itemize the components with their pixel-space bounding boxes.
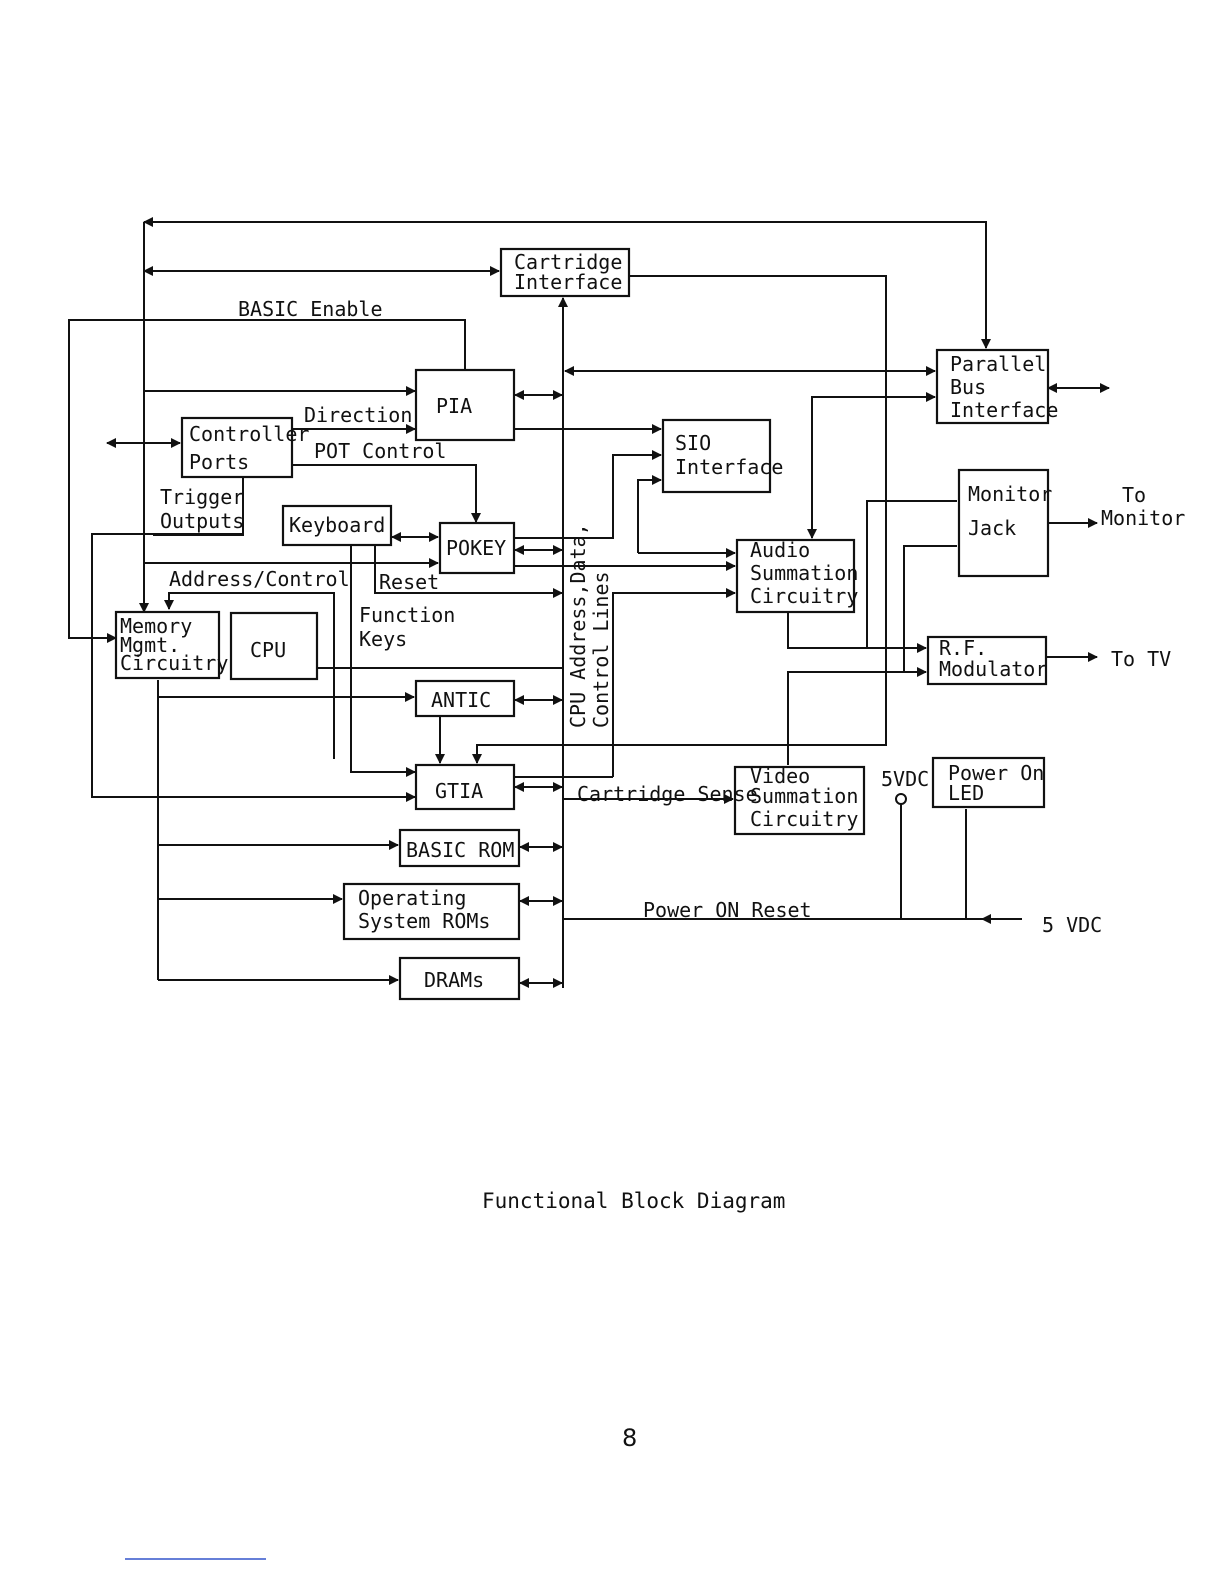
bus-label-2: Control Lines	[589, 571, 613, 728]
rf-modulator-block: R.F. Modulator	[926, 635, 1047, 686]
direction-label: Direction	[304, 403, 412, 427]
bus-label-1: CPU Address,Data,	[566, 523, 590, 728]
memory-mgmt-block: Memory Mgmt. Circuitry	[114, 610, 228, 680]
sio-to-audio-vertical	[637, 475, 662, 553]
function-keys-label-2: Keys	[359, 627, 407, 651]
basic-enable-line	[68, 319, 466, 643]
pokey-block: POKEY	[438, 521, 516, 575]
power-led-label-1: Power On	[948, 761, 1044, 785]
memory-mgmt-label-1: Memory	[120, 614, 192, 638]
basic-rom-label: BASIC ROM	[406, 838, 514, 862]
cpu-block: CPU	[229, 611, 319, 681]
video-summation-label-3: Circuitry	[750, 807, 858, 831]
sio-interface-label-2: Interface	[675, 455, 783, 479]
pia-block: PIA	[414, 368, 516, 442]
audio-rf-line	[787, 613, 927, 653]
5vdc-node-label: 5VDC	[881, 767, 929, 791]
controller-ports-label-1: Controller	[189, 422, 309, 446]
os-roms-label-1: Operating	[358, 886, 466, 910]
audio-summation-block: Audio Summation Circuitry	[735, 538, 858, 614]
blocks: Cartridge Interface PIA Controller Ports…	[114, 247, 1058, 1001]
video-summation-label-1: Video	[750, 764, 810, 788]
parallel-bus-label-1: Parallel	[950, 352, 1046, 376]
cartridge-sense-label: Cartridge Sense	[577, 782, 758, 806]
controller-ports-block: Controller Ports	[180, 416, 309, 479]
drams-label: DRAMs	[424, 968, 484, 992]
video-summation-block: Video Summation Circuitry	[733, 764, 866, 836]
pot-control-label: POT Control	[314, 439, 446, 463]
gtia-label: GTIA	[435, 779, 483, 803]
function-keys-label-1: Function	[359, 603, 455, 627]
rf-modulator-label-2: Modulator	[939, 657, 1047, 681]
trigger-outputs-block: Trigger Outputs	[153, 477, 244, 536]
to-tv-label: To TV	[1111, 647, 1171, 671]
os-roms-label-2: System ROMs	[358, 909, 490, 933]
audio-summation-label-3: Circuitry	[750, 584, 858, 608]
page-number: 8	[622, 1424, 637, 1452]
keyboard-block: Keyboard	[281, 504, 393, 547]
5vdc-input-label: 5 VDC	[1042, 913, 1102, 937]
power-on-reset-label: Power ON Reset	[643, 898, 812, 922]
audio-parallel-line	[807, 392, 936, 539]
sio-interface-label-1: SIO	[675, 431, 711, 455]
rf-modulator-label-1: R.F.	[939, 636, 987, 660]
address-control-line	[164, 592, 335, 759]
monitor-feed-2	[903, 545, 957, 672]
diagram-caption: Functional Block Diagram	[482, 1189, 785, 1213]
drams-block: DRAMs	[398, 956, 521, 1001]
parallel-bus-label-2: Bus	[950, 375, 986, 399]
monitor-jack-block: Monitor Jack	[957, 468, 1052, 578]
function-keys-line	[350, 546, 416, 777]
os-roms-block: Operating System ROMs	[342, 882, 521, 941]
pot-control-line	[292, 464, 481, 523]
reset-label: Reset	[379, 570, 439, 594]
connection-lines	[68, 217, 1110, 988]
pia-label: PIA	[436, 394, 472, 418]
5vdc-node-icon	[895, 793, 907, 805]
bus-audio-line	[612, 588, 736, 777]
antic-label: ANTIC	[431, 688, 491, 712]
basic-rom-block: BASIC ROM	[398, 828, 521, 868]
pokey-sio-line	[515, 450, 662, 539]
cartridge-interface-label-2: Interface	[514, 270, 622, 294]
monitor-jack-label-1: Monitor	[968, 482, 1052, 506]
antic-block: ANTIC	[414, 679, 516, 718]
cartridge-loop-line	[472, 275, 887, 764]
sio-interface-block: SIO Interface	[661, 418, 783, 494]
to-monitor-label-1: To	[1122, 483, 1146, 507]
video-summation-label-2: Summation	[750, 784, 858, 808]
cartridge-interface-label-1: Cartridge	[514, 250, 622, 274]
trigger-outputs-label-2: Outputs	[160, 509, 244, 533]
address-control-label: Address/Control	[169, 567, 350, 591]
video-rf-line	[787, 667, 927, 765]
power-led-label-2: LED	[948, 781, 984, 805]
controller-ports-label-2: Ports	[189, 450, 249, 474]
basic-enable-label: BASIC Enable	[238, 297, 383, 321]
audio-summation-label-1: Audio	[750, 538, 810, 562]
monitor-jack-label-2: Jack	[968, 516, 1016, 540]
audio-summation-label-2: Summation	[750, 561, 858, 585]
cartridge-interface-block: Cartridge Interface	[499, 247, 631, 298]
trigger-outputs-label-1: Trigger	[160, 485, 244, 509]
memory-mgmt-label-2: Mgmt.	[120, 633, 180, 657]
top-parallel-line	[143, 217, 991, 349]
parallel-bus-block: Parallel Bus Interface	[935, 348, 1058, 425]
pokey-label: POKEY	[446, 536, 506, 560]
reset-line	[374, 546, 563, 598]
keyboard-label: Keyboard	[289, 513, 385, 537]
to-monitor-label-2: Monitor	[1101, 506, 1185, 530]
gtia-block: GTIA	[414, 763, 516, 811]
line-labels: BASIC Enable Direction POT Control Addre…	[169, 297, 1185, 937]
monitor-feed-1	[866, 500, 957, 648]
memory-mgmt-label-3: Circuitry	[120, 651, 228, 675]
cpu-label: CPU	[250, 638, 286, 662]
power-led-block: Power On LED	[931, 756, 1046, 809]
parallel-bus-label-3: Interface	[950, 398, 1058, 422]
